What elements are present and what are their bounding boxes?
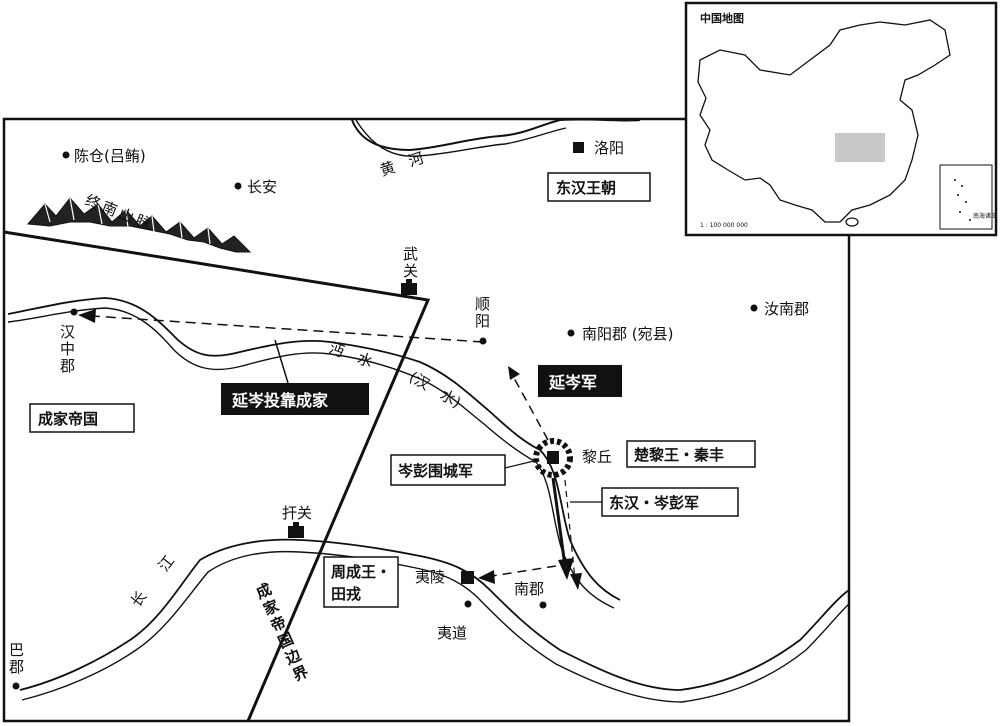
- box-zhoucheng-line2: 田戎: [331, 585, 361, 603]
- box-donghan: 东汉王朝: [556, 179, 616, 197]
- inv-yancen-defect: 延岑投靠成家: [231, 391, 329, 410]
- label-runan: 汝南郡: [764, 300, 809, 318]
- yancen-advance-arrow: [508, 366, 549, 441]
- highlight-region: [835, 133, 885, 162]
- nanjun-dot-icon: [539, 601, 547, 609]
- inset-map: 中国地图 南海诸岛 1 : 100 000 000: [684, 1, 998, 237]
- yidao-dot-icon: [464, 600, 472, 608]
- nanyang-dot-icon: [567, 329, 575, 337]
- label-lihqiu: 黎丘: [582, 448, 612, 466]
- chengjia-border-line: [3, 230, 431, 722]
- hanguan-pass-icon: [288, 522, 304, 538]
- yellow-river: [351, 118, 641, 152]
- mian-han-river: [7, 297, 621, 601]
- cenpeng-dashed-arrow: [564, 479, 582, 590]
- label-nanjun: 南郡: [514, 580, 544, 598]
- runan-dot-icon: [750, 304, 758, 312]
- label-hanzhong: 汉中郡: [58, 324, 76, 375]
- label-luoyang: 洛阳: [594, 139, 624, 157]
- yancen-route-arrow: [78, 309, 484, 343]
- mountain-range-icon: [26, 197, 252, 253]
- box-siege: 岑彭围城军: [397, 462, 473, 480]
- label-yidao: 夷道: [437, 624, 467, 642]
- yiling-square-icon: [461, 571, 474, 584]
- label-chencang: 陈仓(吕鲔): [74, 147, 146, 165]
- luoyang-square-icon: [573, 142, 584, 153]
- label-wuguan: 武关: [401, 246, 419, 280]
- china-outline: [697, 19, 951, 223]
- label-changan: 长安: [247, 178, 277, 196]
- box-chengjia: 成家帝国: [38, 410, 98, 428]
- inset-nanhai: 南海诸岛: [973, 212, 997, 220]
- yiling-route-arrow: [478, 565, 557, 584]
- box-chuli: 楚黎王・秦丰: [634, 446, 724, 464]
- label-shunyang: 顺阳: [473, 296, 491, 330]
- shunyang-dot-icon: [479, 337, 487, 345]
- siege-ring-icon: [533, 438, 573, 478]
- label-hanguan: 扞关: [282, 504, 312, 522]
- cenpeng-advance-arrow: [551, 477, 574, 580]
- inv-yancen-army: 延岑军: [548, 373, 597, 392]
- bajun-dot-icon: [12, 682, 20, 690]
- chencang-dot-icon: [62, 151, 70, 159]
- inset-scale: 1 : 100 000 000: [700, 222, 748, 229]
- wuguan-pass-icon: [401, 279, 417, 295]
- yangtze-river: [19, 538, 850, 691]
- box-zhoucheng-line1: 周成王・: [331, 563, 391, 581]
- box-cenpeng-army: 东汉・岑彭军: [609, 494, 699, 512]
- changan-dot-icon: [234, 182, 242, 190]
- label-yiling: 夷陵: [415, 568, 445, 586]
- label-nanyang: 南阳郡 (宛县): [582, 325, 673, 343]
- inset-title: 中国地图: [700, 11, 744, 25]
- label-bajun: 巴郡: [7, 642, 25, 676]
- hanzhong-dot-icon: [70, 308, 78, 316]
